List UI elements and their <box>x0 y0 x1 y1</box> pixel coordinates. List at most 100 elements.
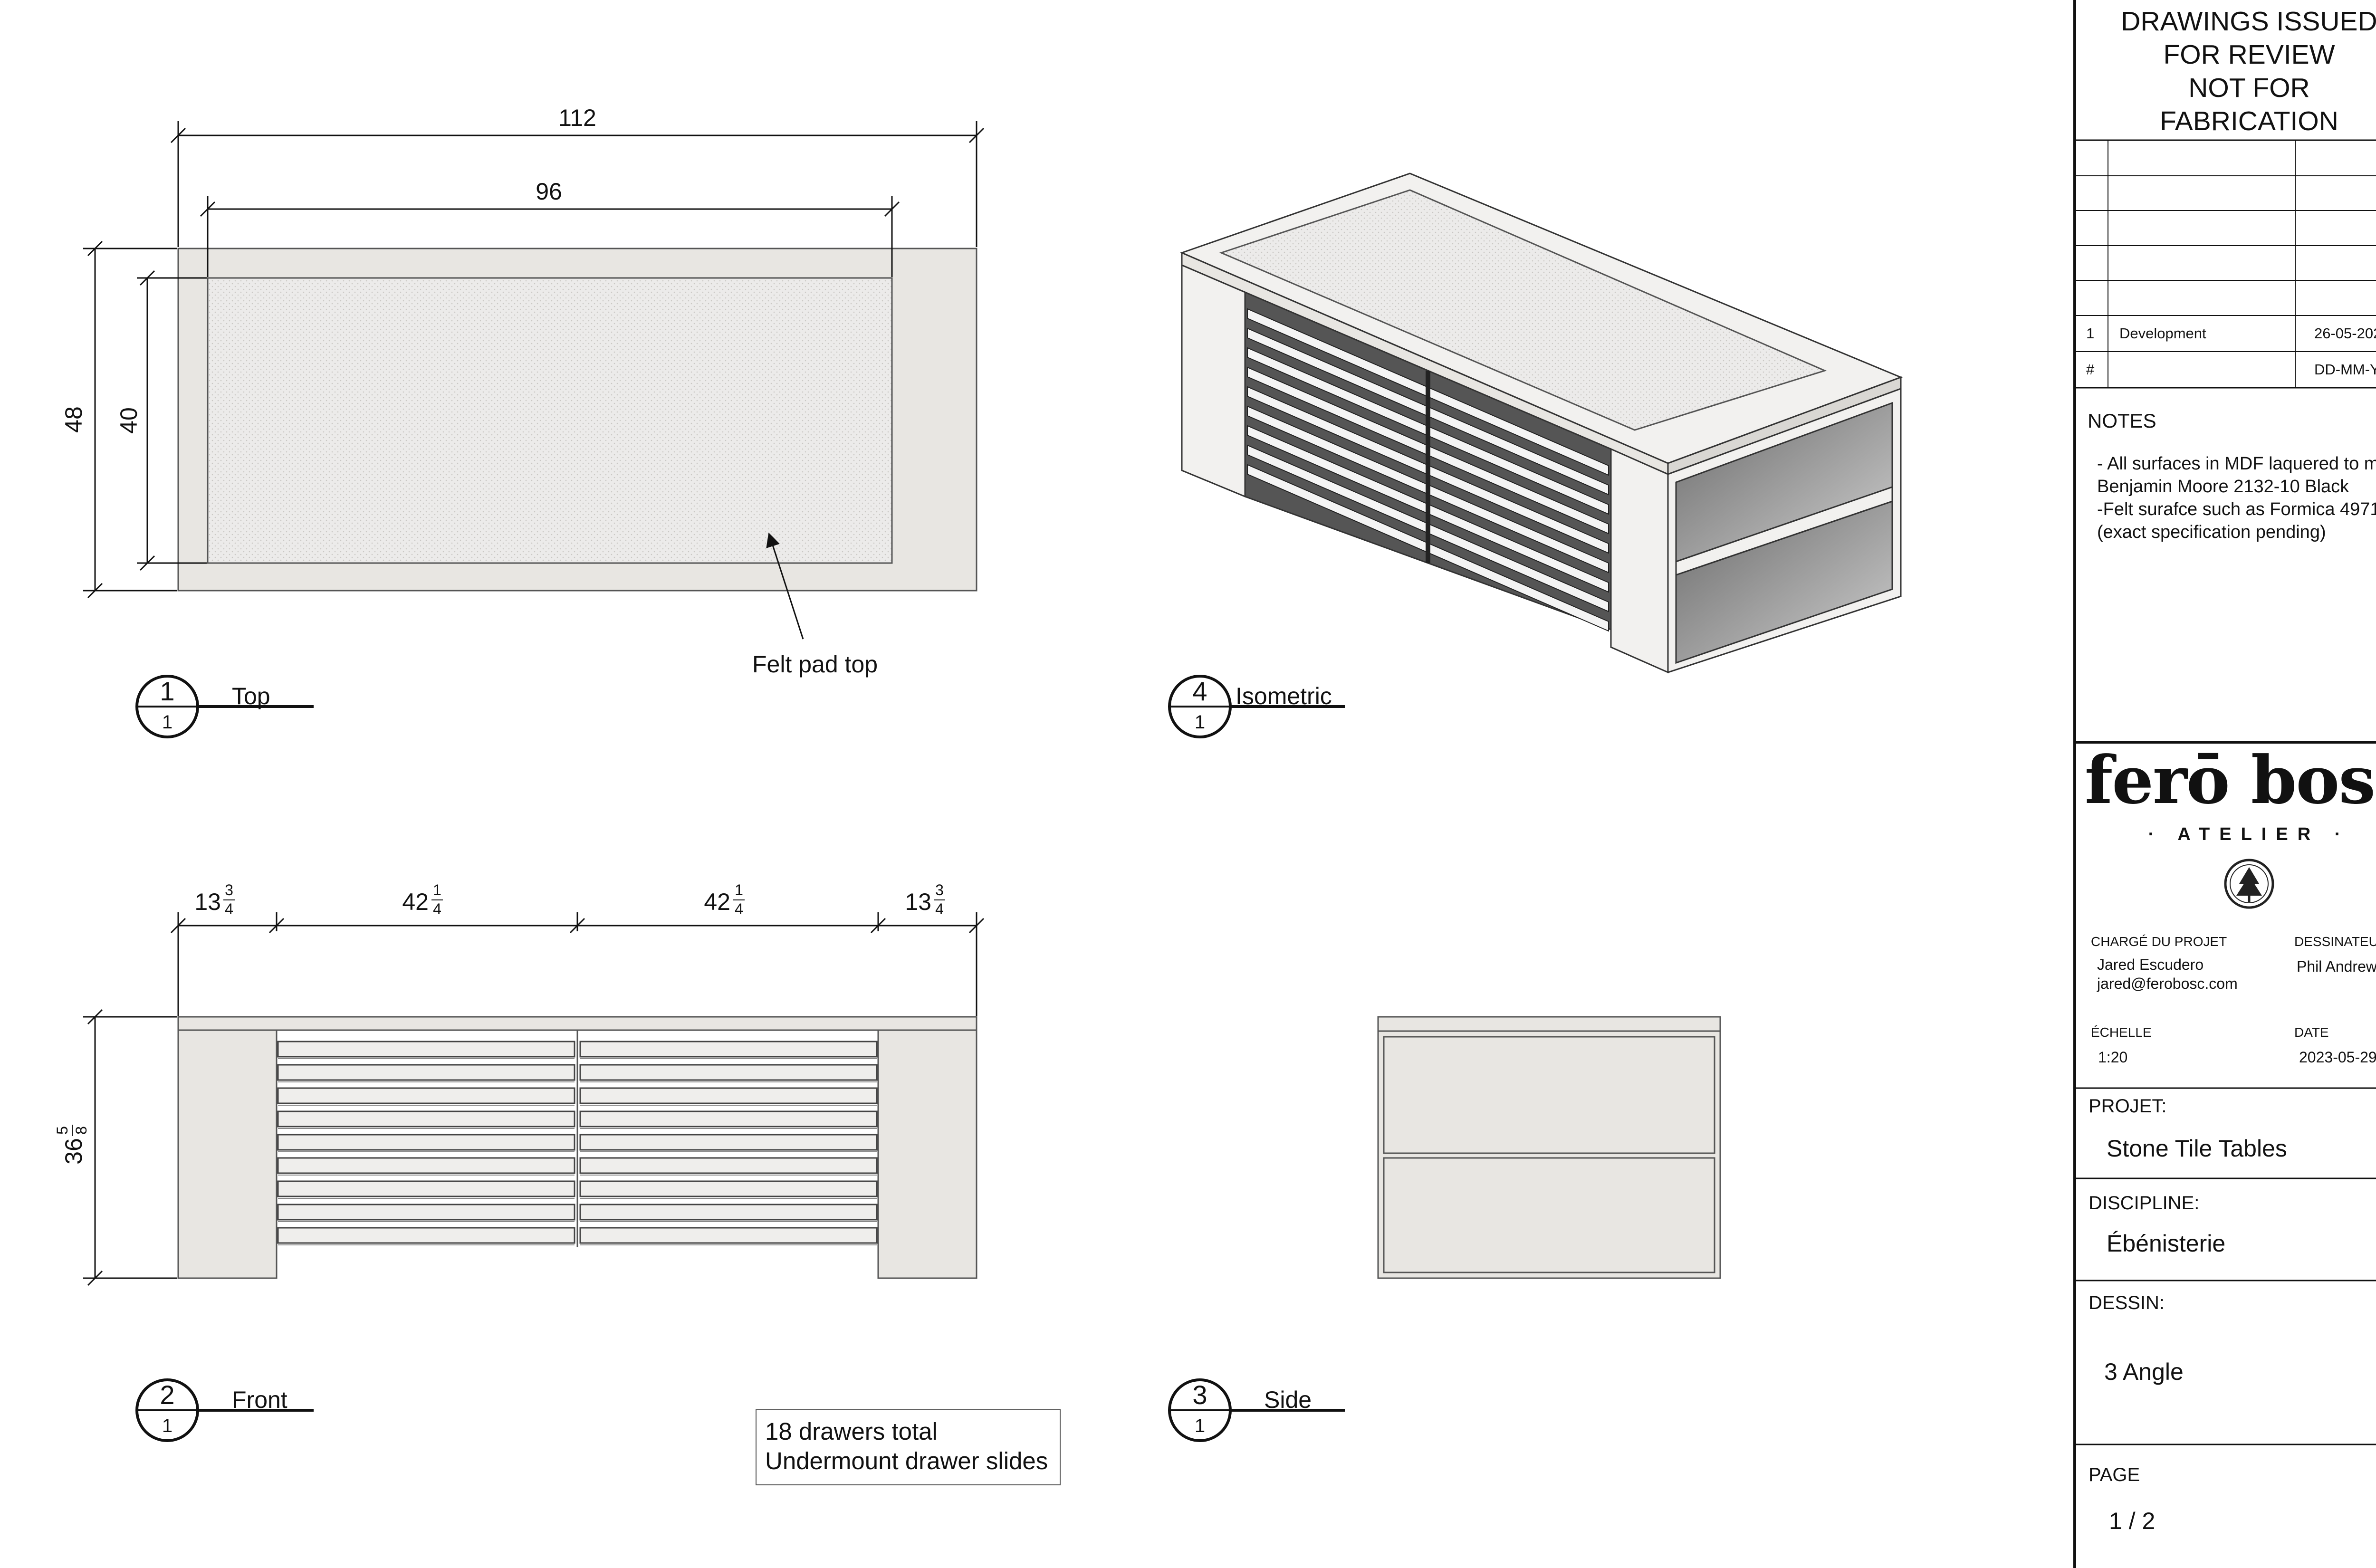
front-right-pedestal <box>877 1029 977 1279</box>
revision-1-number: 1 <box>2086 325 2095 342</box>
issue-status-line-1: DRAWINGS ISSUED <box>2121 6 2376 37</box>
dessinateur-name: Phil Andrews <box>2297 958 2376 975</box>
iso-right-pedestal-front <box>1610 448 1669 674</box>
brand-logo-wordmark: ferō bosc <box>2084 741 2376 819</box>
notes-title: NOTES <box>2088 410 2156 432</box>
dessinateur-label: DESSINATEUR <box>2294 934 2376 949</box>
note-line-1: - All surfaces in MDF laquered to match … <box>2097 454 2376 497</box>
dessin-label: DESSIN: <box>2089 1292 2165 1313</box>
tree-emblem-icon <box>2224 859 2274 909</box>
front-top-slab <box>177 1016 977 1031</box>
discipline-label: DISCIPLINE: <box>2089 1193 2200 1214</box>
felt-leader-line <box>766 532 804 640</box>
front-view: 13 3 4 42 1 4 42 1 4 13 3 4 36 5 8 <box>54 881 985 1286</box>
projet-label: PROJET: <box>2089 1096 2167 1117</box>
isometric-view <box>1179 172 1903 674</box>
dessin-value: 3 Angle <box>2104 1358 2184 1385</box>
revision-1-date: 26-05-2023 <box>2314 325 2376 342</box>
date-value: 2023-05-29 <box>2299 1049 2376 1066</box>
dim-front-height-den: 8 <box>73 1126 90 1135</box>
echelle-value: 1:20 <box>2098 1049 2128 1066</box>
dim-top-inner-depth-label: 40 <box>115 407 142 434</box>
drawer-front <box>277 1064 575 1081</box>
dim-front-side-left-den: 4 <box>225 900 233 918</box>
dim-front-height <box>83 1009 177 1286</box>
drawer-front <box>277 1157 575 1174</box>
drawer-front <box>579 1110 878 1128</box>
drawer-front <box>579 1041 878 1058</box>
dim-front-side-right-den: 4 <box>935 900 944 918</box>
iso-felt-pad <box>1219 189 1827 431</box>
issue-status-line-3: NOT FOR <box>2188 73 2310 103</box>
issue-status: DRAWINGS ISSUED FOR REVIEW NOT FOR FABRI… <box>2075 5 2376 138</box>
title-block-frame <box>2073 0 2376 1568</box>
dim-front-widths <box>170 912 985 1016</box>
iso-left-pedestal <box>1181 264 1246 498</box>
view-marker-top-number: 1 <box>160 676 174 706</box>
dim-front-height-num: 5 <box>54 1126 71 1135</box>
dim-front-mid-right: 42 <box>704 889 730 915</box>
view-marker-top: 1 1 Top <box>135 675 314 738</box>
drawer-front <box>277 1180 575 1197</box>
drawer-note-line-1: 18 drawers total <box>765 1418 938 1445</box>
view-marker-top-label: Top <box>232 683 270 709</box>
issue-status-line-2: FOR REVIEW <box>2163 39 2335 70</box>
drawer-front <box>277 1134 575 1151</box>
side-top-slab <box>1377 1016 1721 1032</box>
view-marker-side: 3 1 Side <box>1168 1378 1345 1442</box>
side-view <box>1377 1016 1721 1279</box>
drawer-front <box>277 1227 575 1244</box>
dim-front-mid-right-num: 1 <box>735 881 743 899</box>
drawer-front <box>277 1110 575 1128</box>
drawer-front <box>579 1157 878 1174</box>
view-marker-side-label: Side <box>1264 1386 1312 1413</box>
view-marker-iso: 4 1 Isometric <box>1168 675 1345 738</box>
dim-front-mid-left-num: 1 <box>433 881 441 899</box>
charge-email: jared@ferobosc.com <box>2097 975 2238 992</box>
front-drawer-bank-right <box>579 1041 878 1245</box>
dim-front-side-right: 13 <box>905 889 931 915</box>
top-view-felt-pad <box>207 277 893 564</box>
date-label: DATE <box>2294 1025 2329 1040</box>
revision-2-number: # <box>2086 361 2095 378</box>
view-marker-side-sheet: 1 <box>1195 1415 1205 1436</box>
charge-name: Jared Escudero <box>2097 956 2204 973</box>
issue-status-line-4: FABRICATION <box>2160 106 2338 136</box>
drawer-front <box>277 1087 575 1104</box>
view-marker-front-sheet: 1 <box>162 1415 172 1436</box>
view-marker-front-label: Front <box>232 1386 287 1413</box>
dim-front-side-left: 13 <box>194 889 221 915</box>
felt-callout-label: Felt pad top <box>752 651 878 678</box>
drawer-front <box>579 1064 878 1081</box>
dim-front-side-right-num: 3 <box>935 881 944 899</box>
dim-top-overall <box>170 121 985 247</box>
echelle-label: ÉCHELLE <box>2091 1025 2152 1040</box>
drawer-front <box>579 1134 878 1151</box>
projet-value: Stone Tile Tables <box>2107 1135 2287 1162</box>
dim-top-overall-label: 112 <box>558 105 596 131</box>
discipline-value: Ébénisterie <box>2107 1230 2226 1257</box>
drawer-note-line-2: Undermount drawer slides <box>765 1447 1048 1474</box>
page-label: PAGE <box>2089 1464 2140 1485</box>
view-marker-iso-number: 4 <box>1192 676 1207 706</box>
front-left-pedestal <box>177 1029 278 1279</box>
dim-front-height-label: 36 <box>60 1138 87 1165</box>
dim-top-inner-label: 96 <box>536 178 562 205</box>
view-marker-top-sheet: 1 <box>162 712 172 733</box>
dim-top-depth <box>83 240 177 599</box>
side-lower-drawer <box>1383 1157 1715 1273</box>
drawer-front <box>579 1180 878 1197</box>
page-value: 1 / 2 <box>2109 1508 2156 1534</box>
dim-front-side-left-num: 3 <box>225 881 233 899</box>
drawer-front <box>579 1087 878 1104</box>
dim-front-mid-left-den: 4 <box>433 900 441 918</box>
drawer-front <box>579 1227 878 1244</box>
view-marker-iso-label: Isometric <box>1236 683 1332 709</box>
dim-top-inner-depth <box>137 270 207 571</box>
dim-top-depth-label: 48 <box>60 406 87 433</box>
notes-body: - All surfaces in MDF laquered to match … <box>2097 452 2376 544</box>
view-marker-iso-sheet: 1 <box>1195 712 1205 733</box>
front-drawer-bank-left <box>277 1041 575 1245</box>
note-line-2: -Felt surafce such as Formica 4971 (exac… <box>2097 499 2376 542</box>
